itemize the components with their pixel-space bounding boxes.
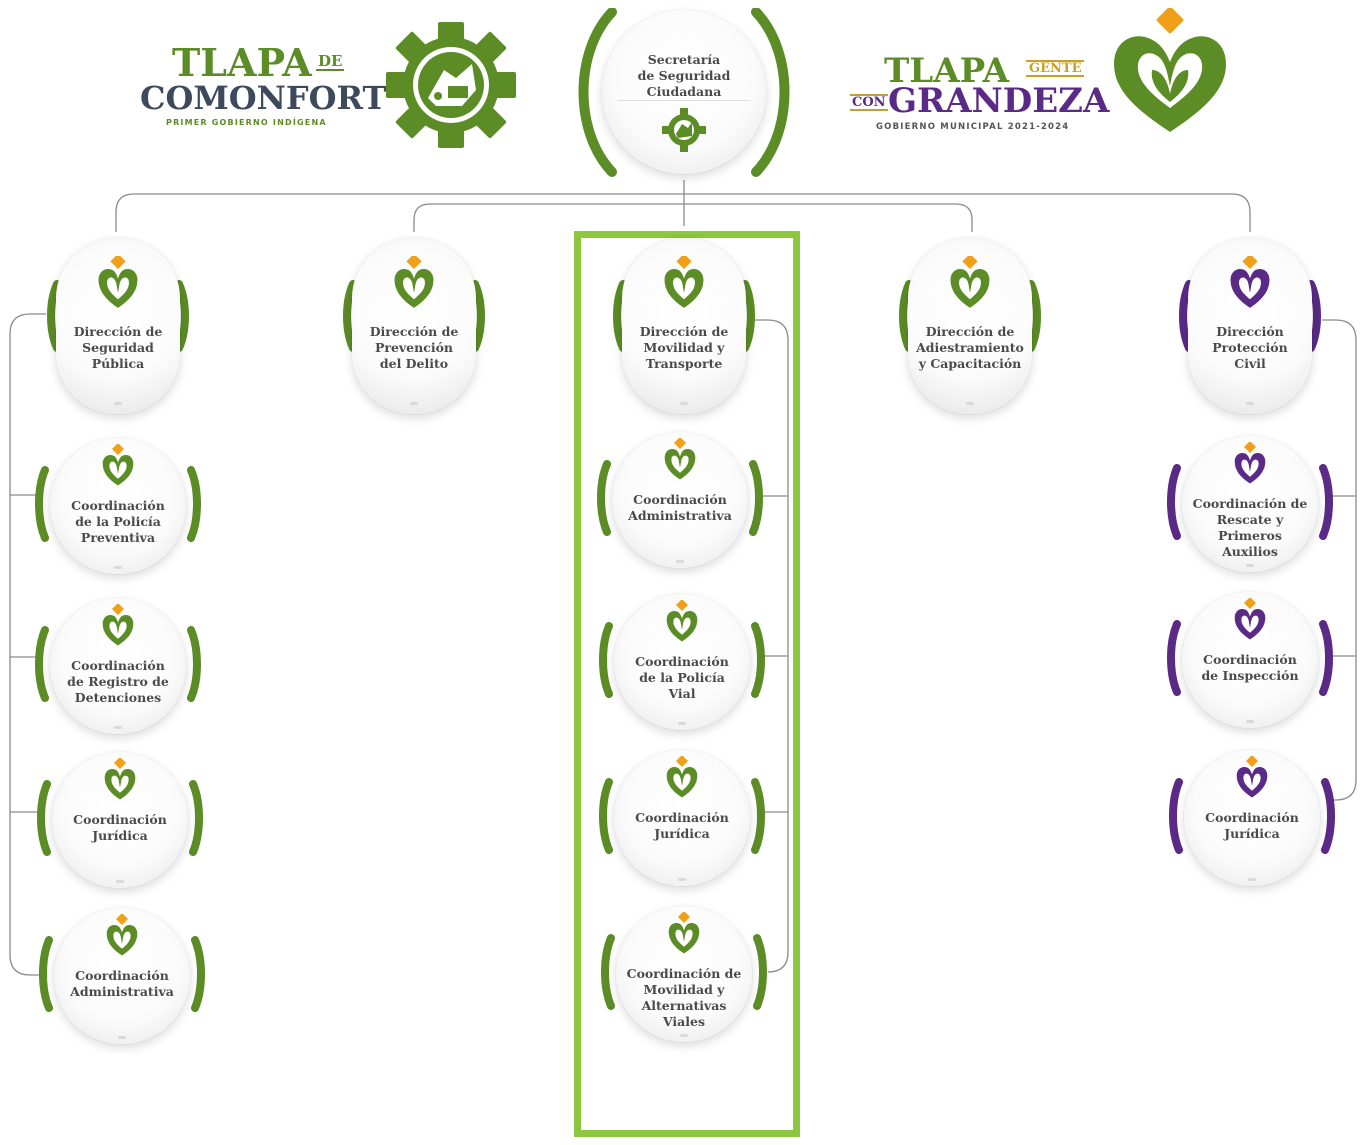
node-label: Dirección de Prevención del Delito [369, 324, 459, 371]
node-dot [1248, 878, 1256, 881]
tlapa-gente-con-grandeza-logo: TLAPA GENTE CON GRANDEZA GOBIERNO MUNICI… [848, 8, 1238, 148]
node-bracket [601, 934, 767, 1014]
node-circle [614, 750, 750, 886]
top-node-bracket [578, 8, 790, 177]
logo2-grandeza-text: GRANDEZA [888, 81, 1110, 121]
heart-leaf-icon [665, 598, 699, 648]
node-label: Dirección Protección Civil [1212, 324, 1288, 371]
node-circle [614, 594, 750, 730]
node-label: Coordinación de Movilidad y Alternativas… [626, 966, 742, 1029]
node-bracket [37, 780, 203, 860]
heart-leaf-icon [1233, 596, 1267, 646]
node-dot [114, 566, 122, 569]
heart-leaf-emblem-icon [1114, 8, 1226, 133]
node-bracket [343, 280, 485, 356]
node-label: Coordinación Jurídica [73, 812, 167, 843]
node-dot [114, 402, 122, 405]
node-circle [54, 908, 190, 1044]
node-label: Dirección de Seguridad Pública [73, 324, 163, 371]
node-dot [676, 560, 684, 563]
logo-tagline: PRIMER GOBIERNO INDÍGENA [166, 118, 327, 127]
node-bracket [1167, 620, 1333, 700]
node-circle [52, 752, 188, 888]
heart-leaf-icon [101, 602, 135, 652]
node-dot [1246, 402, 1254, 405]
highlight-frame-movilidad [574, 231, 800, 1137]
node-bracket [35, 466, 201, 546]
logo2-con-text: CON [850, 94, 888, 111]
node-bracket [1169, 778, 1335, 858]
node-dot [116, 880, 124, 883]
node-bracket [1167, 464, 1333, 544]
logo2-tagline: GOBIERNO MUNICIPAL 2021-2024 [876, 122, 1070, 132]
heart-leaf-icon [663, 436, 697, 486]
node-label: Coordinación Jurídica [635, 810, 729, 841]
heart-leaf-icon [665, 754, 699, 804]
logo-de-text: DE [316, 52, 345, 71]
node-circle [616, 906, 752, 1042]
node-bracket [39, 936, 205, 1016]
node-dot [1246, 720, 1254, 723]
node-bracket [1179, 280, 1321, 356]
node-bracket [599, 778, 765, 858]
node-bracket [599, 622, 765, 702]
node-dot [118, 1036, 126, 1039]
node-bracket [35, 626, 201, 706]
node-label: Coordinación Jurídica [1205, 810, 1299, 841]
seal-mini-icon [662, 108, 706, 152]
heart-leaf-icon [96, 253, 140, 314]
node-dot [114, 726, 122, 729]
node-circle [1184, 750, 1320, 886]
heart-leaf-icon [103, 756, 137, 806]
node-dot [678, 722, 686, 725]
node-circle [612, 432, 748, 568]
node-circle [1182, 436, 1318, 572]
logo-comonfort-text: COMONFORT [140, 79, 387, 117]
heart-leaf-icon [1233, 440, 1267, 490]
heart-leaf-icon [1228, 253, 1272, 314]
node-label: Coordinación Administrativa [70, 968, 174, 999]
node-label: Coordinación de Inspección [1201, 652, 1299, 683]
connector-inner [413, 203, 973, 232]
heart-leaf-icon [662, 253, 706, 314]
heart-leaf-icon [948, 253, 992, 314]
heart-leaf-icon [392, 253, 436, 314]
node-label: Coordinación de Rescate y Primeros Auxil… [1192, 496, 1308, 559]
node-circle [50, 438, 186, 574]
node-label: Dirección de Movilidad y Transporte [639, 324, 729, 371]
node-bracket [613, 280, 755, 356]
tlapa-comonfort-logo: TLAPA DE COMONFORT PRIMER GOBIERNO INDÍG… [140, 22, 520, 154]
node-dot [410, 402, 418, 405]
node-circle [50, 598, 186, 734]
logo2-tlapa-text: TLAPA [884, 51, 1010, 91]
node-label: Secretaría de Seguridad Ciudadana [637, 52, 731, 99]
logo2-gente-text: GENTE [1026, 60, 1085, 77]
node-label: Coordinación de la Policía Vial [635, 654, 729, 701]
heart-leaf-icon [101, 442, 135, 492]
node-label: Dirección de Adiestramiento y Capacitaci… [916, 324, 1024, 371]
logo-tlapa-text: TLAPA [172, 40, 312, 85]
connector-spine-middle [754, 319, 789, 973]
heart-leaf-icon [667, 910, 701, 960]
heart-leaf-icon [1235, 754, 1269, 804]
node-bracket [597, 460, 763, 540]
node-bracket [47, 280, 189, 356]
connector-spine-left [9, 313, 46, 976]
node-dot [680, 402, 688, 405]
node-dot [1246, 564, 1254, 567]
heart-leaf-icon [105, 912, 139, 962]
node-label: Coordinación Administrativa [628, 492, 732, 523]
node-bracket [899, 280, 1041, 356]
node-label: Coordinación de la Policía Preventiva [71, 498, 165, 545]
node-label: Coordinación de Registro de Detenciones [67, 658, 169, 705]
node-dot [678, 878, 686, 881]
node-dot [680, 1034, 688, 1037]
municipal-seal-icon [386, 22, 516, 148]
node-dot [966, 402, 974, 405]
node-circle [1182, 592, 1318, 728]
connector-spine-right [1322, 319, 1357, 801]
connector-outer [115, 193, 1251, 232]
